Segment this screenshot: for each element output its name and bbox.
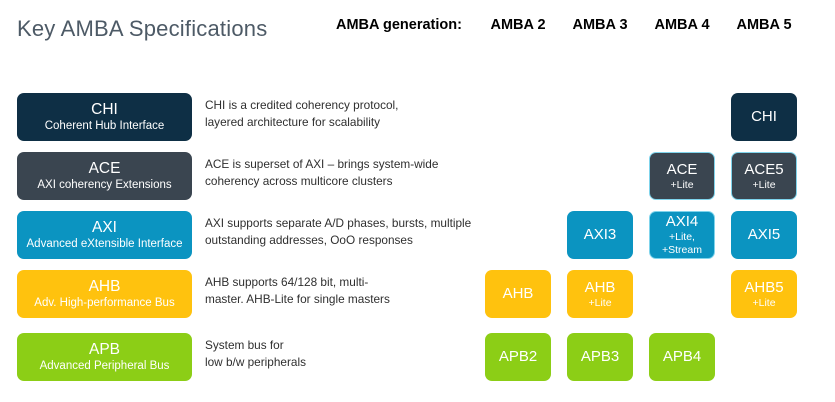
- protocol-abbreviation: AHB: [88, 277, 121, 295]
- generation-column-header-1: AMBA 2: [490, 17, 546, 33]
- cell-main-label: APB4: [662, 348, 702, 365]
- description-line: CHI is a credited coherency protocol,: [205, 98, 399, 112]
- protocol-description-apb: System bus for low b/w peripherals: [205, 337, 495, 371]
- cell-sub-label: +Lite, +Stream: [662, 231, 702, 256]
- cell-main-label: AHB: [584, 278, 616, 296]
- cell-sub-label: +Lite: [752, 296, 776, 309]
- matrix-cell-apb-amba-2[interactable]: APB2: [485, 333, 551, 381]
- matrix-cell-ahb-amba-2[interactable]: AHB: [485, 270, 551, 318]
- protocol-abbreviation: CHI: [91, 100, 118, 118]
- description-line: outstanding addresses, OoO responses: [205, 233, 413, 247]
- matrix-cell-apb-amba-3[interactable]: APB3: [567, 333, 633, 381]
- matrix-cell-axi-amba-4[interactable]: AXI4+Lite, +Stream: [649, 211, 715, 259]
- cell-main-label: AXI4: [665, 213, 699, 230]
- protocol-description-ahb: AHB supports 64/128 bit, multi-master. A…: [205, 274, 495, 308]
- cell-main-label: APB3: [580, 348, 620, 365]
- matrix-cell-ahb-amba-5[interactable]: AHB5+Lite: [731, 270, 797, 318]
- protocol-abbreviation: AXI: [92, 218, 117, 236]
- generation-column-header-2: AMBA 3: [572, 17, 628, 33]
- generation-column-header-4: AMBA 5: [736, 17, 792, 33]
- cell-main-label: AHB5: [744, 278, 784, 296]
- matrix-cell-ace-amba-5[interactable]: ACE5+Lite: [731, 152, 797, 200]
- description-line: System bus for: [205, 338, 284, 352]
- description-line: ACE is superset of AXI – brings system-w…: [205, 157, 439, 171]
- cell-main-label: ACE5: [744, 160, 784, 178]
- generation-header-row: AMBA generation: AMBA 2 AMBA 3 AMBA 4 AMBA …: [0, 17, 835, 41]
- matrix-cell-apb-amba-4[interactable]: APB4: [649, 333, 715, 381]
- cell-main-label: CHI: [751, 108, 777, 125]
- cell-main-label: AXI3: [583, 226, 617, 243]
- protocol-full-name: Adv. High-performance Bus: [34, 296, 175, 309]
- cell-sub-label: +Lite: [588, 296, 612, 309]
- matrix-cell-axi-amba-5[interactable]: AXI5: [731, 211, 797, 259]
- cell-sub-label: +Lite: [752, 178, 776, 191]
- matrix-cell-ahb-amba-3[interactable]: AHB+Lite: [567, 270, 633, 318]
- description-line: AHB supports 64/128 bit, multi-: [205, 275, 369, 289]
- generation-column-header-3: AMBA 4: [654, 17, 710, 33]
- protocol-full-name: AXI coherency Extensions: [37, 178, 172, 191]
- cell-main-label: ACE: [666, 160, 698, 178]
- protocol-full-name: Advanced eXtensible Interface: [26, 237, 183, 250]
- matrix-cell-chi-amba-5[interactable]: CHI: [731, 93, 797, 141]
- cell-main-label: APB2: [498, 348, 538, 365]
- description-line: coherency across multicore clusters: [205, 174, 393, 188]
- protocol-full-name: Advanced Peripheral Bus: [39, 359, 170, 372]
- description-line: master. AHB-Lite for single masters: [205, 292, 390, 306]
- cell-main-label: AXI5: [747, 226, 781, 243]
- protocol-description-ace: ACE is superset of AXI – brings system-w…: [205, 156, 495, 190]
- protocol-description-chi: CHI is a credited coherency protocol, lay…: [205, 97, 495, 131]
- protocol-full-name: Coherent Hub Interface: [44, 119, 165, 132]
- matrix-cell-axi-amba-3[interactable]: AXI3: [567, 211, 633, 259]
- page-title: Key AMBA Specifications: [17, 16, 268, 41]
- cell-main-label: AHB: [502, 285, 534, 302]
- cell-sub-label: +Lite: [670, 178, 694, 191]
- protocol-description-axi: AXI supports separate A/D phases, bursts…: [205, 215, 495, 249]
- description-line: low b/w peripherals: [205, 355, 306, 369]
- description-line: AXI supports separate A/D phases, bursts…: [205, 216, 472, 230]
- description-line: layered architecture for scalability: [205, 115, 381, 129]
- generation-label: AMBA generation:: [336, 17, 462, 33]
- protocol-abbreviation: APB: [88, 340, 120, 358]
- protocol-abbreviation: ACE: [88, 159, 121, 177]
- matrix-cell-ace-amba-4[interactable]: ACE+Lite: [649, 152, 715, 200]
